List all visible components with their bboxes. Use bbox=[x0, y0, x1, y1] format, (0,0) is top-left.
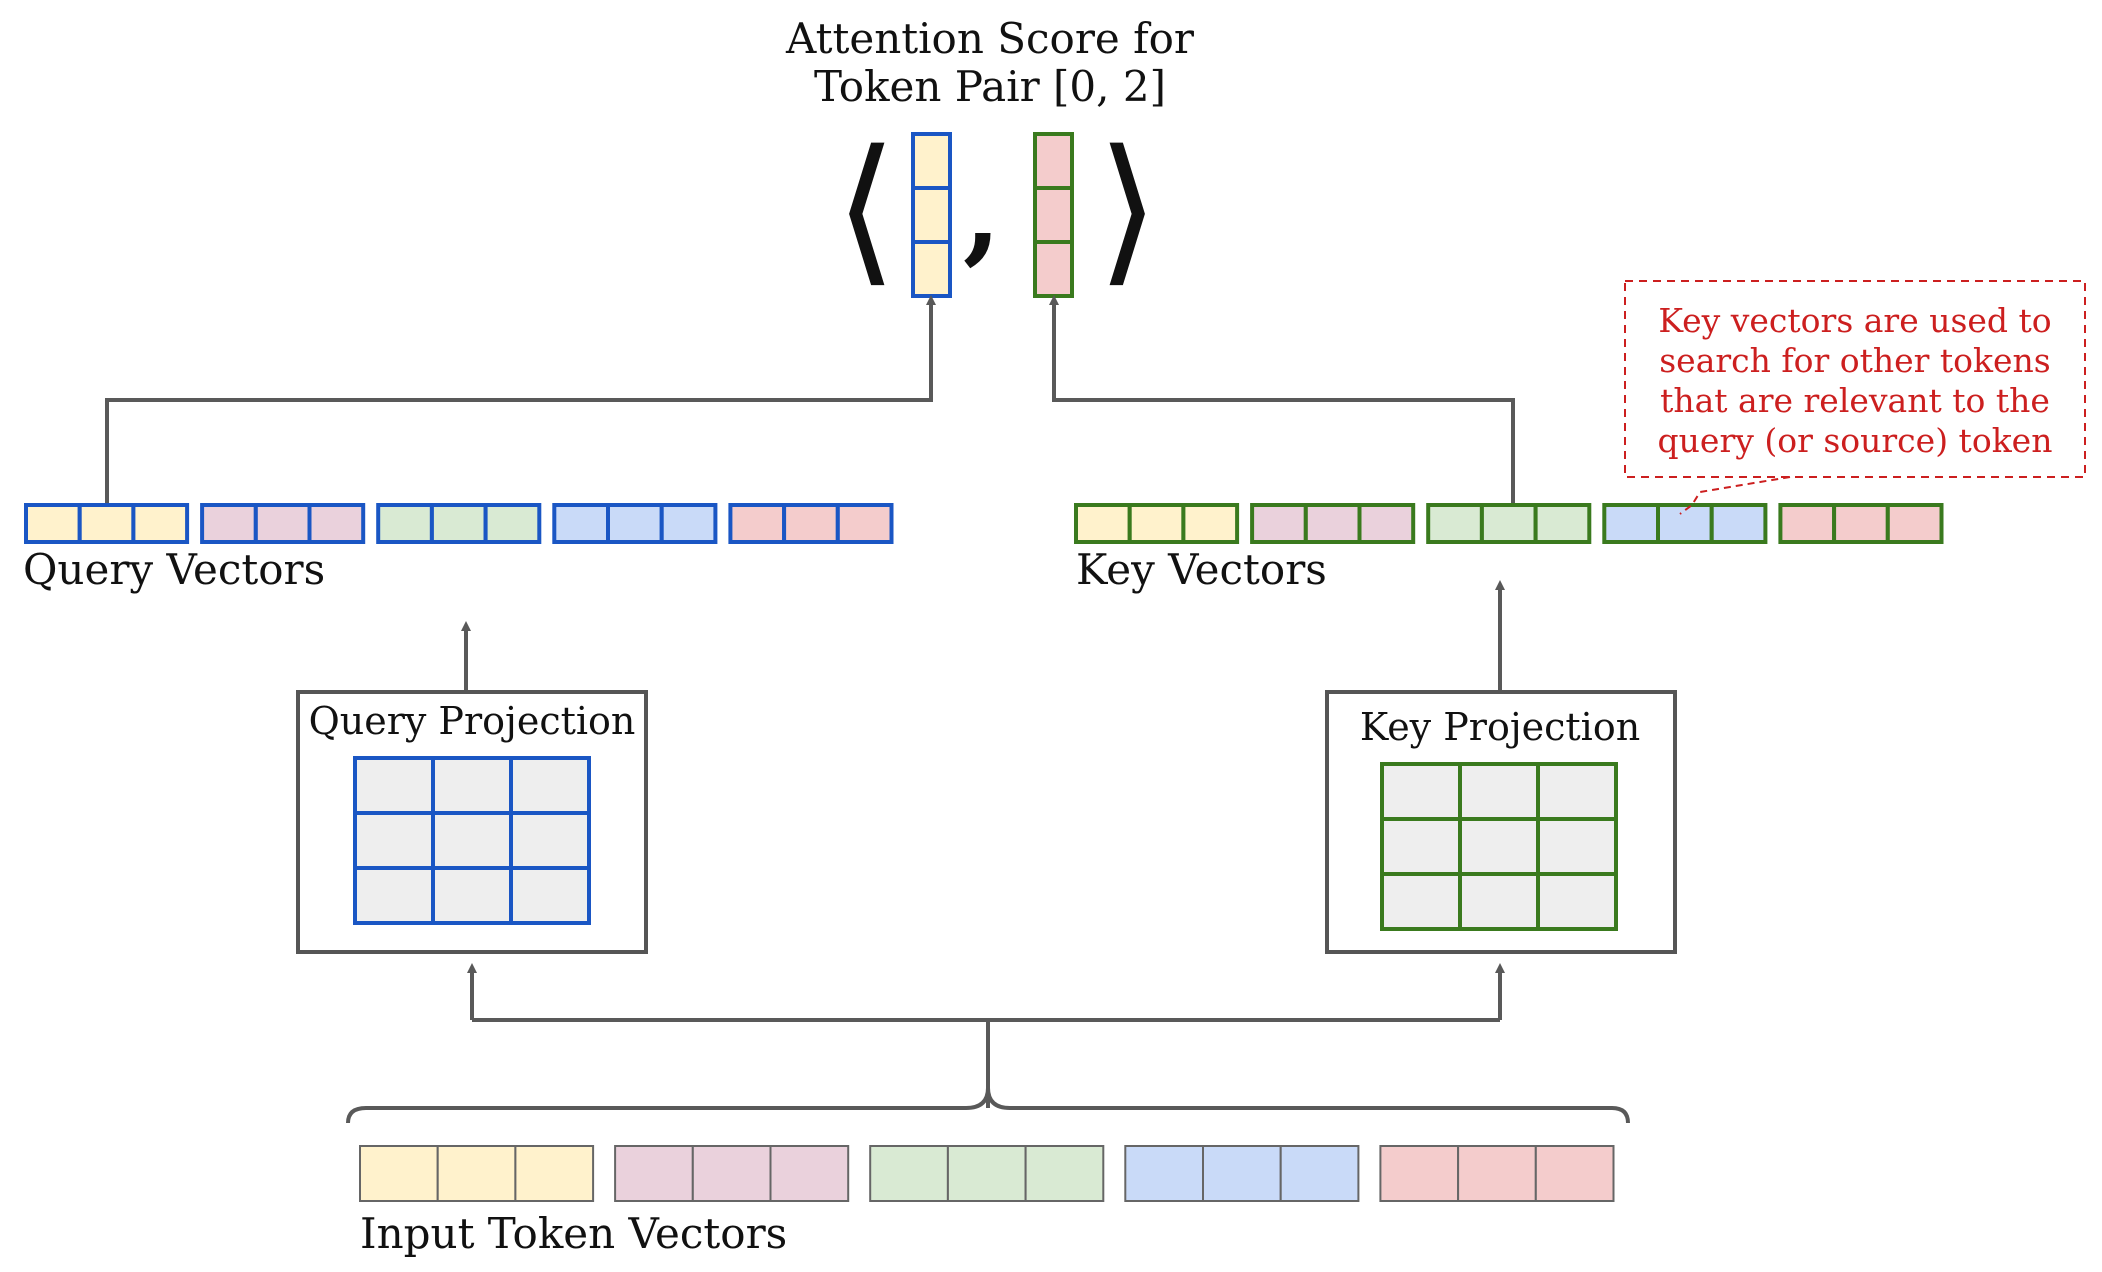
key-vector-token-2-cell-1 bbox=[1479, 503, 1538, 544]
query-vector-token-0-cell-1 bbox=[77, 503, 136, 544]
input-vector-token-1-cell-2 bbox=[769, 1145, 850, 1202]
key-matrix-cell-1-0 bbox=[1380, 817, 1462, 876]
key-matrix-cell-1-1 bbox=[1458, 817, 1540, 876]
query-vector-token-0-cell-0 bbox=[24, 503, 82, 544]
key-matrix-cell-1-2 bbox=[1536, 817, 1618, 876]
input-vector-token-2-cell-1 bbox=[946, 1145, 1027, 1202]
selected-key-vector-cell-0 bbox=[1033, 132, 1074, 190]
key-vector-token-1-cell-0 bbox=[1250, 503, 1308, 544]
input-token-vectors-label: Input Token Vectors bbox=[360, 1209, 787, 1258]
bracket-comma: , bbox=[963, 147, 1001, 276]
selected-key-vector-cell-2 bbox=[1033, 240, 1074, 298]
input-to-projections-lines bbox=[472, 1018, 990, 1108]
key-matrix-cell-2-0 bbox=[1380, 872, 1462, 931]
query-projection-matrix bbox=[353, 756, 591, 925]
key-vector-token-0-cell-2 bbox=[1181, 503, 1240, 544]
query-matrix-cell-2-2 bbox=[509, 866, 591, 925]
query-matrix-cell-1-1 bbox=[431, 811, 513, 870]
key-matrix-cell-2-1 bbox=[1458, 872, 1540, 931]
query-matrix-cell-2-0 bbox=[353, 866, 435, 925]
query-vector-token-1-cell-2 bbox=[307, 503, 366, 544]
input-vector-token-1-cell-0 bbox=[614, 1145, 694, 1202]
bracket-open: ⟨ bbox=[835, 115, 897, 302]
query-vector-token-3-cell-0 bbox=[552, 503, 610, 544]
query-vector-token-0-cell-2 bbox=[131, 503, 190, 544]
query-vector-token-2-cell-1 bbox=[429, 503, 488, 544]
input-token-vectors-row bbox=[359, 1145, 1615, 1202]
input-vector-token-0-cell-1 bbox=[436, 1145, 517, 1202]
query-vector-token-3-cell-1 bbox=[606, 503, 664, 544]
selected-query-vector-cell-0 bbox=[911, 132, 952, 190]
input-vector-token-3-cell-0 bbox=[1124, 1145, 1205, 1202]
key-vector-token-2-cell-2 bbox=[1533, 503, 1592, 544]
input-vector-token-0-cell-0 bbox=[359, 1145, 439, 1202]
selected-query-vector bbox=[911, 132, 952, 298]
input-vector-token-3-cell-1 bbox=[1202, 1145, 1282, 1202]
query-projection-label: Query Projection bbox=[309, 699, 636, 743]
key-projection-matrix bbox=[1380, 762, 1618, 931]
query-vector-token-4-cell-0 bbox=[728, 503, 787, 544]
key-matrix-cell-2-2 bbox=[1536, 872, 1618, 931]
query-matrix-cell-1-2 bbox=[509, 811, 591, 870]
input-brace bbox=[346, 1087, 1630, 1124]
query-matrix-cell-1-0 bbox=[353, 811, 435, 870]
key-vectors-label: Key Vectors bbox=[1076, 545, 1327, 594]
selected-query-vector-cell-2 bbox=[911, 240, 952, 298]
annotation-line-1: Key vectors are used to bbox=[1658, 301, 2051, 340]
input-vector-token-4-cell-1 bbox=[1457, 1145, 1537, 1202]
query-vector-token-2-cell-2 bbox=[483, 503, 542, 544]
query-vector-token-1-cell-1 bbox=[253, 503, 312, 544]
annotation-line-4: query (or source) token bbox=[1658, 421, 2053, 460]
key-vector-token-3-cell-0 bbox=[1602, 503, 1661, 544]
key-matrix-cell-0-0 bbox=[1380, 762, 1462, 821]
key-vector-token-4-cell-0 bbox=[1778, 503, 1837, 544]
query-vector-token-2-cell-0 bbox=[376, 503, 434, 544]
input-vector-token-3-cell-2 bbox=[1279, 1145, 1360, 1202]
selected-key-vector-cell-1 bbox=[1033, 186, 1074, 244]
annotation-line-3: that are relevant to the bbox=[1660, 381, 2050, 420]
query-matrix-cell-0-0 bbox=[353, 756, 435, 815]
key-matrix-cell-0-2 bbox=[1536, 762, 1618, 821]
key-vector-token-1-cell-2 bbox=[1357, 503, 1416, 544]
key-vector-token-4-cell-2 bbox=[1885, 503, 1944, 544]
title-line-1: Attention Score for bbox=[785, 14, 1195, 63]
query-matrix-cell-0-2 bbox=[509, 756, 591, 815]
input-vector-token-1-cell-1 bbox=[691, 1145, 772, 1202]
query-vector-token-4-cell-1 bbox=[782, 503, 840, 544]
selected-key-vector bbox=[1033, 132, 1074, 298]
key-matrix-cell-0-1 bbox=[1458, 762, 1540, 821]
query-matrix-cell-0-1 bbox=[431, 756, 513, 815]
key-vector-token-3-cell-1 bbox=[1656, 503, 1714, 544]
input-vector-token-2-cell-2 bbox=[1024, 1145, 1105, 1202]
key-vector-token-0-cell-0 bbox=[1074, 503, 1132, 544]
annotation-line-2: search for other tokens bbox=[1659, 341, 2051, 380]
key-vector-token-1-cell-1 bbox=[1303, 503, 1362, 544]
query-vector-token-1-cell-0 bbox=[200, 503, 258, 544]
input-vector-token-0-cell-2 bbox=[514, 1145, 595, 1202]
annotation-pointer bbox=[1679, 476, 1791, 515]
key-to-score-arrow bbox=[1049, 295, 1515, 505]
key-vectors-row bbox=[1074, 503, 1944, 544]
query-to-score-arrow bbox=[105, 295, 936, 505]
key-vector-token-4-cell-1 bbox=[1832, 503, 1890, 544]
key-projection-label: Key Projection bbox=[1360, 705, 1640, 749]
title-line-2: Token Pair [0, 2] bbox=[814, 62, 1166, 111]
query-matrix-cell-2-1 bbox=[431, 866, 513, 925]
query-vector-token-4-cell-2 bbox=[835, 503, 894, 544]
annotation-box bbox=[1624, 280, 2086, 478]
input-vector-token-4-cell-0 bbox=[1379, 1145, 1460, 1202]
query-vectors-row bbox=[24, 503, 894, 544]
input-vector-token-2-cell-0 bbox=[869, 1145, 949, 1202]
query-vectors-label: Query Vectors bbox=[23, 545, 325, 594]
key-vector-token-3-cell-2 bbox=[1709, 503, 1768, 544]
key-vector-token-0-cell-1 bbox=[1127, 503, 1186, 544]
key-vector-token-2-cell-0 bbox=[1426, 503, 1484, 544]
input-vector-token-4-cell-2 bbox=[1534, 1145, 1615, 1202]
bracket-close: ⟩ bbox=[1097, 115, 1159, 302]
selected-query-vector-cell-1 bbox=[911, 186, 952, 244]
query-vector-token-3-cell-2 bbox=[659, 503, 718, 544]
